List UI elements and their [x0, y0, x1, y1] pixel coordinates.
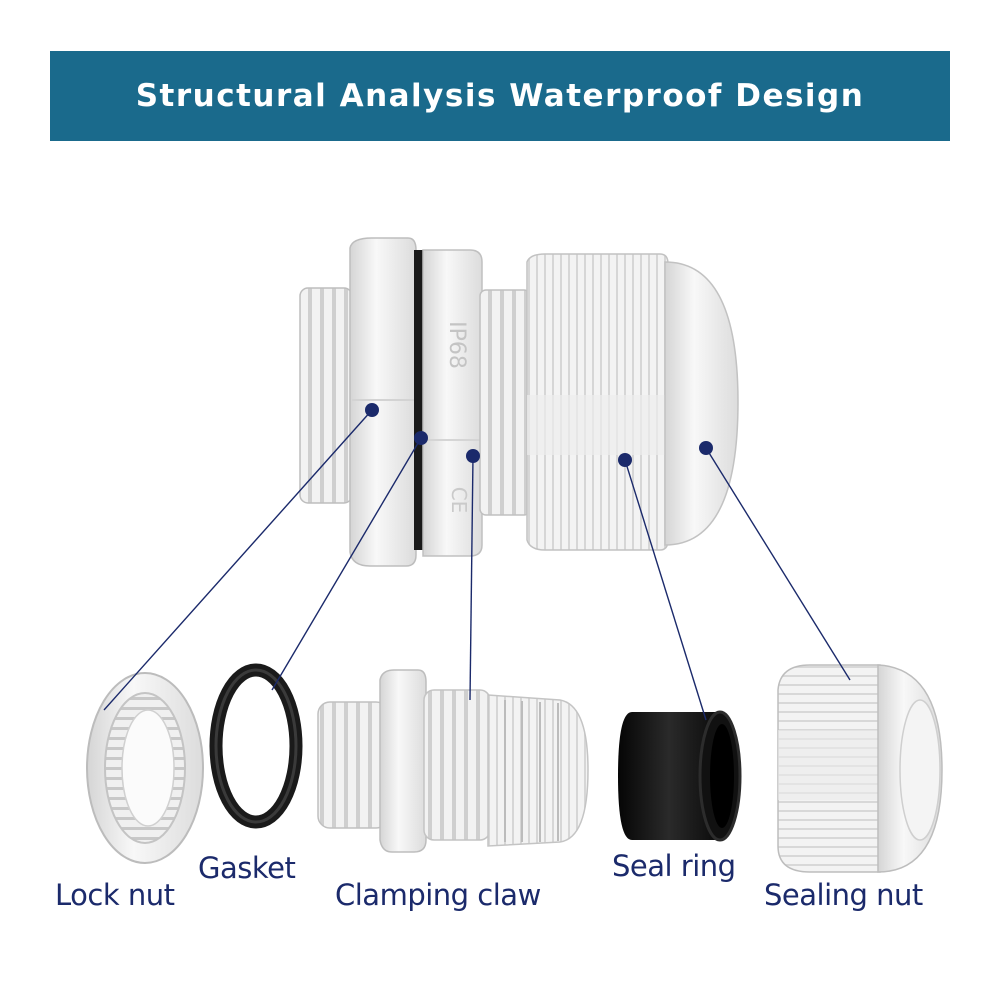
assembled-body-hex — [422, 249, 483, 557]
label-gasket: Gasket — [198, 851, 296, 885]
label-seal-ring: Seal ring — [612, 849, 736, 883]
label-sealing-nut: Sealing nut — [764, 878, 923, 912]
sealing-nut-part — [777, 664, 943, 873]
leader-sealing-nut — [705, 447, 851, 681]
banner-title: Structural Analysis Waterproof Design — [135, 78, 865, 114]
leader-lines — [103, 409, 851, 721]
leader-clamping-claw — [469, 455, 474, 701]
lock-nut-part — [86, 672, 204, 864]
title-banner: Structural Analysis Waterproof Design — [50, 51, 950, 141]
dot-gasket — [414, 431, 428, 445]
assembled-gasket — [414, 250, 423, 550]
gasket-part — [209, 663, 303, 829]
leader-seal-ring — [624, 459, 707, 721]
ip68-marking: IP68 — [444, 321, 469, 369]
leader-lock-nut — [103, 409, 373, 711]
dot-seal-ring — [618, 453, 632, 467]
clamping-claw-part — [317, 669, 589, 853]
seal-ring-part — [618, 710, 742, 842]
assembled-dome-cap — [664, 261, 739, 546]
rear-thread — [299, 287, 353, 504]
callout-dots — [365, 403, 713, 467]
label-clamping-claw: Clamping claw — [335, 878, 541, 912]
dot-sealing-nut — [699, 441, 713, 455]
assembled-lock-nut — [349, 237, 417, 567]
assembled-cable-gland: IP68 CE — [299, 237, 739, 567]
ce-marking: CE — [447, 487, 471, 514]
dot-lock-nut — [365, 403, 379, 417]
leader-gasket — [271, 437, 422, 691]
label-lock-nut: Lock nut — [55, 878, 175, 912]
dot-clamping-claw — [466, 449, 480, 463]
middle-thread — [479, 289, 531, 516]
